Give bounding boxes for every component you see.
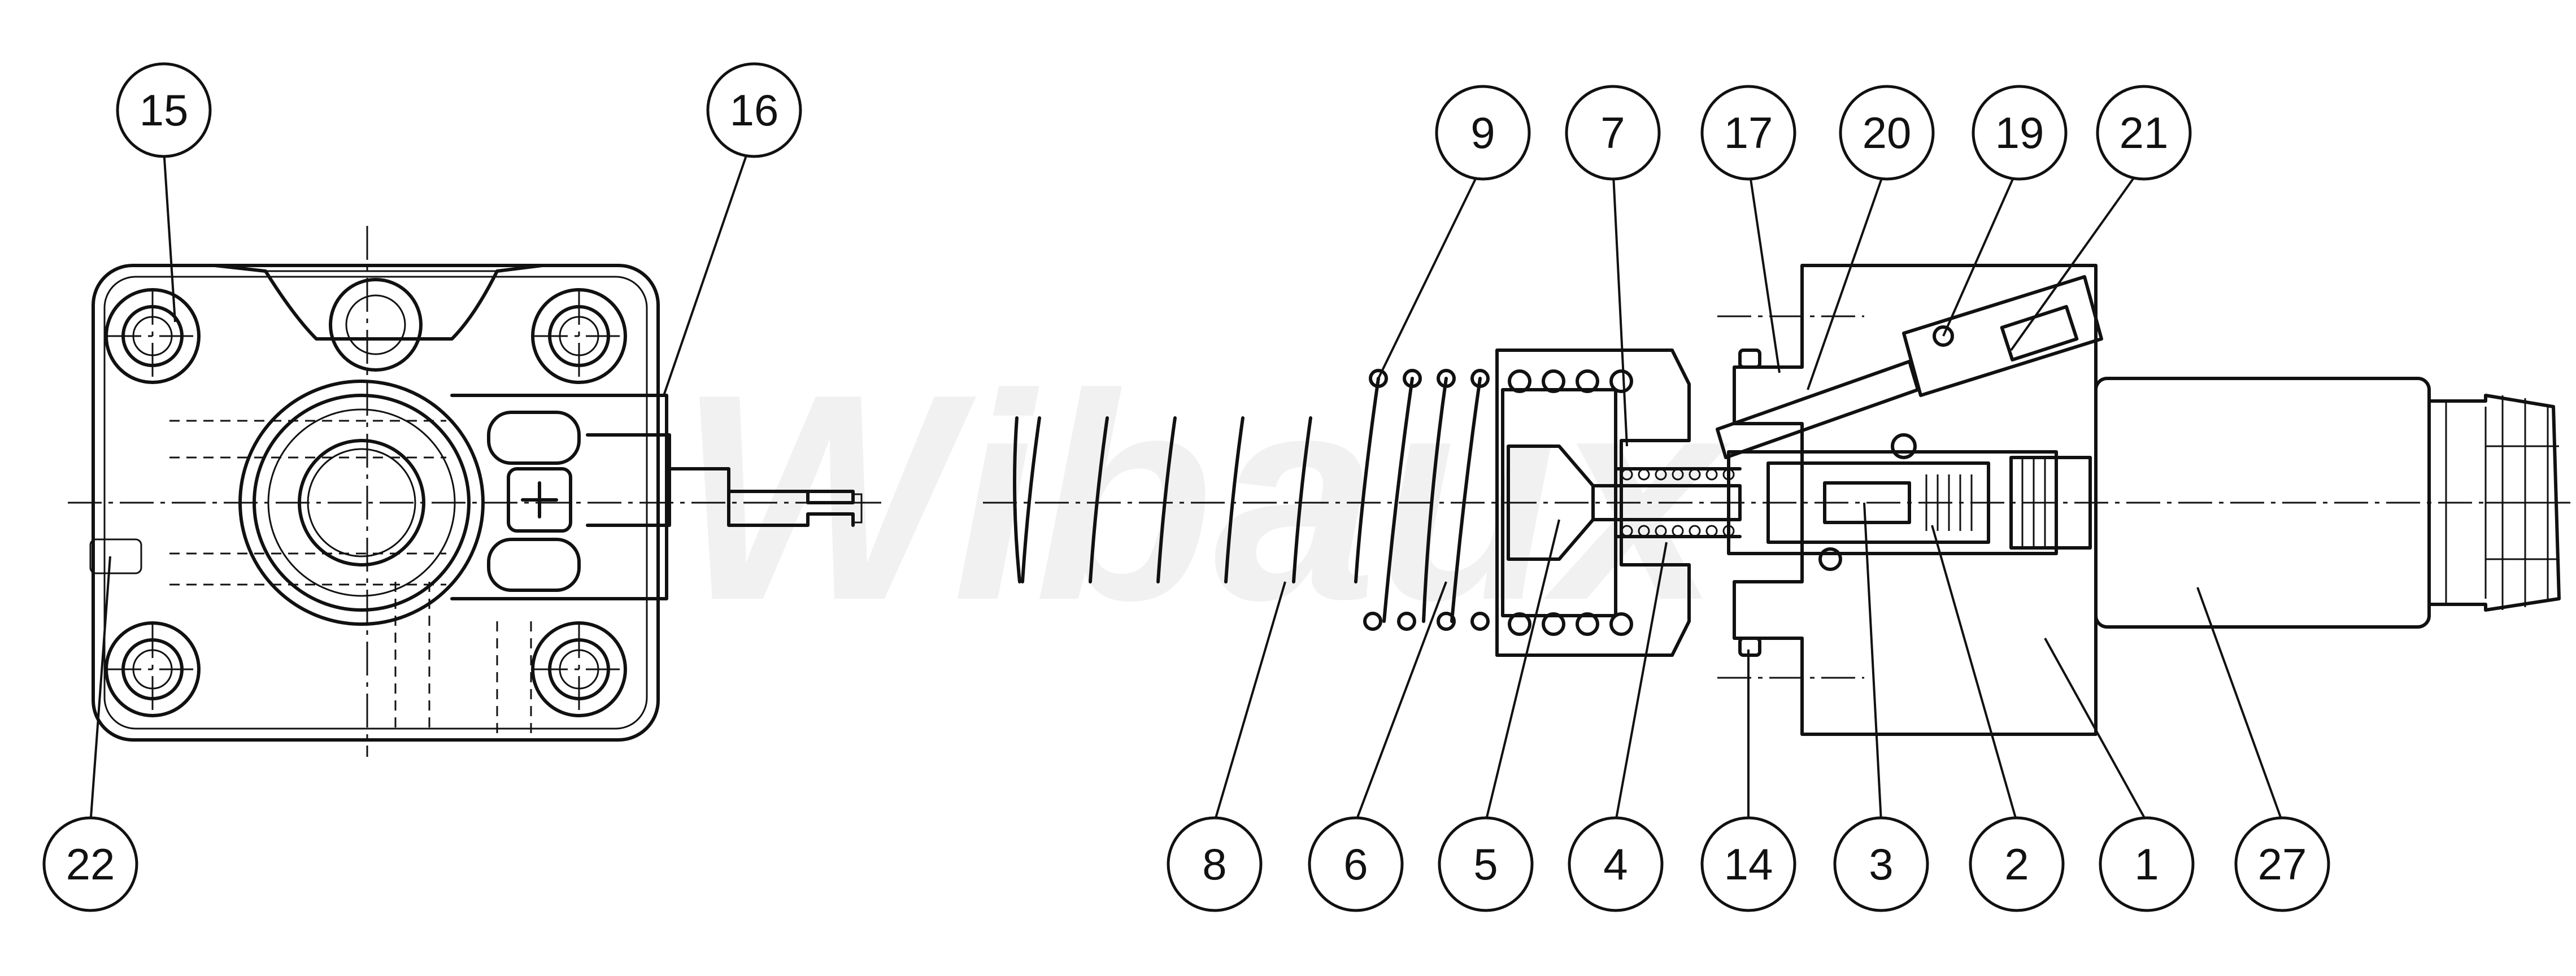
callout-circle: [1700, 816, 1796, 912]
callout-8: 8: [1167, 816, 1263, 912]
callout-circle: [1435, 85, 1531, 181]
callout-number: 2: [2004, 839, 2029, 889]
callout-circle: [1568, 816, 1664, 912]
callout-circle: [1969, 816, 2065, 912]
callout-number: 5: [1473, 839, 1498, 889]
callout-21: 21: [2096, 85, 2192, 181]
callout-circle: [1833, 816, 1929, 912]
callout-number: 15: [140, 85, 189, 135]
callout-circle: [706, 62, 802, 158]
valve-body-section: [1733, 264, 2098, 736]
callout-number: 21: [2120, 108, 2169, 158]
callout-circle: [2234, 816, 2330, 912]
callout-7: 7: [1565, 85, 1661, 181]
callout-number: 6: [1343, 839, 1368, 889]
callout-circle: [116, 62, 212, 158]
callout-circle: [1438, 816, 1534, 912]
solenoid-nut: [2427, 394, 2561, 612]
callout-27: 27: [2234, 816, 2330, 912]
callout-number: 1: [2134, 839, 2159, 889]
callout-circle: [2096, 85, 2192, 181]
callout-circle: [2099, 816, 2195, 912]
callout-6: 6: [1308, 816, 1404, 912]
front-view-stem: [668, 467, 855, 527]
front-view-connector: [450, 394, 668, 600]
callout-2: 2: [1969, 816, 2065, 912]
callout-number: 27: [2258, 839, 2307, 889]
callout-17: 17: [1700, 85, 1796, 181]
callout-16: 16: [706, 62, 802, 158]
callout-number: 4: [1603, 839, 1628, 889]
callout-number: 8: [1202, 839, 1226, 889]
spring-coils: [1013, 369, 1490, 631]
front-view-top-block: [213, 264, 544, 341]
callout-1: 1: [2099, 816, 2195, 912]
callout-number: 3: [1869, 839, 1893, 889]
callout-number: 17: [1724, 108, 1773, 158]
callout-22: 22: [42, 816, 138, 912]
callout-4: 4: [1568, 816, 1664, 912]
front-view: [68, 226, 881, 757]
connector-section: [1902, 275, 2103, 397]
callout-9: 9: [1435, 85, 1531, 181]
callout-3: 3: [1833, 816, 1929, 912]
callout-number: 14: [1724, 839, 1773, 889]
callout-number: 7: [1600, 108, 1625, 158]
callout-14: 14: [1700, 816, 1796, 912]
callout-19: 19: [1972, 85, 2068, 181]
callout-number: 22: [66, 839, 115, 889]
callout-circle: [1972, 85, 2068, 181]
callout-number: 9: [1470, 108, 1495, 158]
callout-circle: [1167, 816, 1263, 912]
callout-5: 5: [1438, 816, 1534, 912]
callout-number: 20: [1863, 108, 1912, 158]
callout-circle: [42, 816, 138, 912]
section-view: [983, 264, 2570, 736]
callout-circle: [1839, 85, 1935, 181]
callout-circle: [1565, 85, 1661, 181]
callout-number: 16: [730, 85, 779, 135]
spring-cap-section: [1495, 348, 1691, 657]
callout-15: 15: [116, 62, 212, 158]
callout-20: 20: [1839, 85, 1935, 181]
callout-number: 19: [1995, 108, 2044, 158]
watermark: Wibaux: [678, 333, 1731, 661]
leader-lines: [89, 132, 2283, 825]
callout-circle: [1700, 85, 1796, 181]
callout-circle: [1308, 816, 1404, 912]
